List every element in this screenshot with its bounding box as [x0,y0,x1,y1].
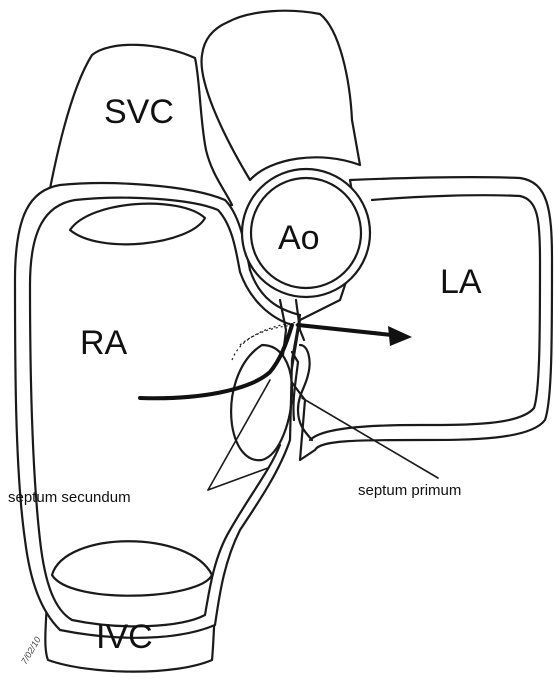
aorta-tube [202,11,360,180]
label-la: LA [440,263,482,301]
label-septum-primum: septum primum [358,482,461,499]
label-ivc: IVC [96,618,153,656]
label-ra: RA [80,324,128,362]
label-svc: SVC [104,93,174,131]
label-ao: Ao [278,219,320,257]
label-septum-secundum: septum secundum [8,489,131,506]
figure-code: 7/02/10 [19,635,43,666]
